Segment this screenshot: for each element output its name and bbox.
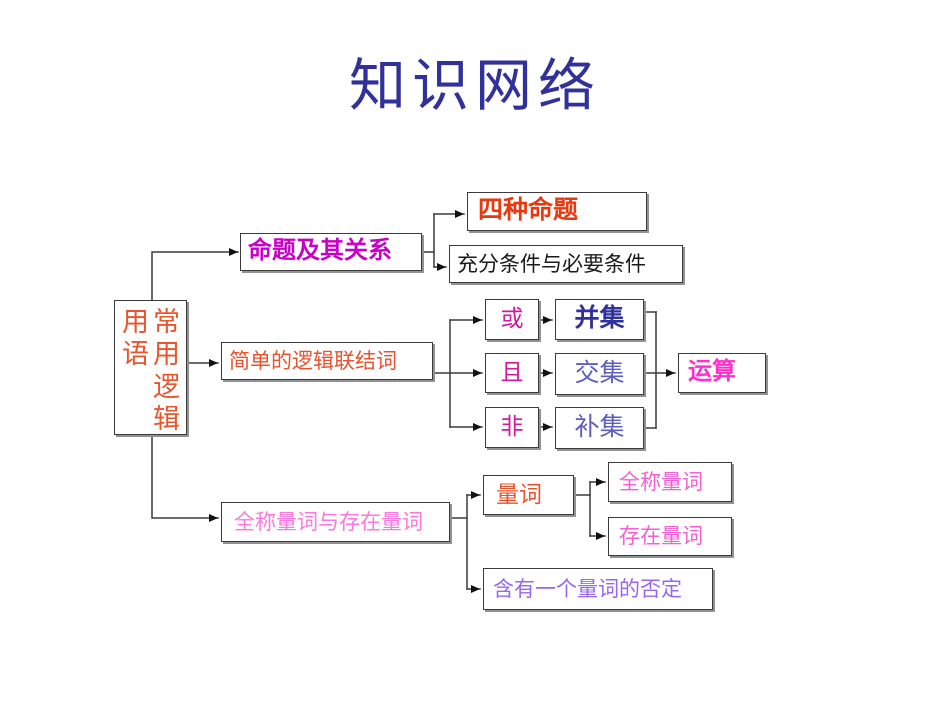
node-negation-with-one-quantifier: 含有一个量词的否定 [483, 568, 713, 610]
node-simple-logical-connectives: 简单的逻辑联结词 [221, 342, 433, 380]
node-not: 非 [485, 407, 539, 448]
node-union: 并集 [555, 299, 644, 340]
node-propositions-and-relations: 命题及其关系 [240, 233, 422, 271]
node-existential-quantifier: 存在量词 [608, 517, 732, 556]
page-title: 知识网络 [349, 55, 601, 118]
node-common-logic-terms: 用语 常用逻辑 [114, 300, 187, 435]
node-complement: 补集 [555, 407, 644, 449]
node-universal-quantifier: 全称量词 [608, 462, 732, 502]
node-four-propositions: 四种命题 [467, 192, 647, 231]
node-sufficient-necessary-conditions: 充分条件与必要条件 [449, 245, 683, 283]
node-common-logic-terms-right-column: 常用逻辑 [153, 307, 180, 435]
node-or: 或 [485, 299, 539, 340]
node-universal-and-existential-quantifiers: 全称量词与存在量词 [221, 502, 450, 542]
node-common-logic-terms-left-column: 用语 [122, 307, 149, 370]
node-and: 且 [485, 353, 539, 393]
node-operations: 运算 [678, 353, 766, 393]
node-quantifier: 量词 [483, 475, 574, 515]
node-intersection: 交集 [555, 353, 644, 395]
